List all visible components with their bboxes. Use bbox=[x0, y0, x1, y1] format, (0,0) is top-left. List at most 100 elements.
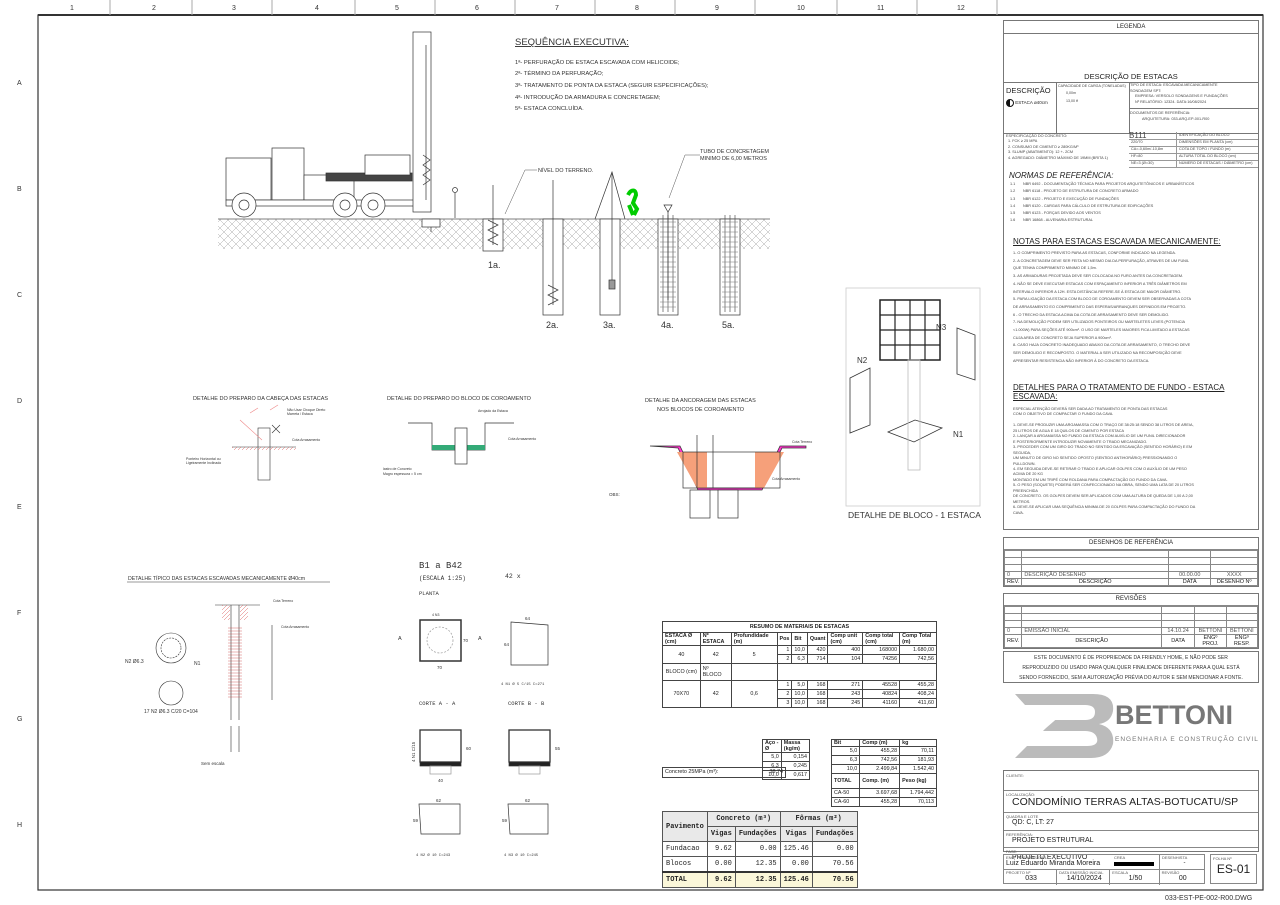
table-cell: 400 bbox=[827, 645, 864, 655]
header-cell: ESTACA Ø (cm) bbox=[662, 632, 701, 646]
scale-label: ESCALA bbox=[1112, 870, 1129, 875]
table-cell bbox=[1194, 620, 1227, 628]
block-id: B111 bbox=[1129, 131, 1147, 140]
table-cell: 5,0 bbox=[762, 752, 782, 762]
issue-date-label: DATA EMISSÃO INICIAL bbox=[1059, 870, 1104, 875]
obs-label: OBS: bbox=[609, 492, 620, 497]
table-cell: 0.00 bbox=[706, 856, 736, 873]
header-cell: DESCRIÇÃO bbox=[1021, 578, 1170, 586]
concrete-spec-item: 3. SLUMP (ABATIMENTO): 12 +- 2CM bbox=[1008, 150, 1074, 155]
reference-value: PROJETO ESTRUTURAL bbox=[1012, 837, 1094, 844]
header-cell: Massa (kg/m) bbox=[780, 739, 811, 753]
table-cell: 0 bbox=[1003, 571, 1023, 579]
grid-row-label: F bbox=[17, 610, 21, 617]
sequence-step: 2ª- TÉRMINO DA PERFURAÇÃO; bbox=[515, 70, 604, 77]
treatment-line: PREENCHIDA bbox=[1013, 488, 1038, 493]
header-cell: Profundidade (m) bbox=[730, 632, 778, 646]
treatment-line: SEGUIDA, bbox=[1013, 450, 1032, 455]
dimension: 59 bbox=[413, 818, 419, 823]
header-cell: Vigas bbox=[706, 826, 736, 842]
treatment-title-line: DETALHES PARA O TRATAMENTO DE FUNDO - ES… bbox=[1013, 383, 1225, 392]
stage-label: 1a. bbox=[488, 260, 501, 270]
table-cell: 2 bbox=[776, 689, 793, 699]
table-cell: 70.56 bbox=[811, 856, 858, 873]
norm-text: NBR 6123 - FORÇAS DEVIDO AOS VENTOS bbox=[1023, 211, 1101, 216]
pile-description-table: DESCRIÇÃO ESTACA ø40cm CAPACIDADE DE CAR… bbox=[1004, 82, 1259, 134]
table-cell bbox=[1160, 606, 1196, 614]
block-b1-b42-drawing: B1 a B42 (ESCALA 1:25) 42 x PLANTA 70 70… bbox=[398, 561, 561, 858]
note-line: 7- NA DEMOLIÇÃO PODEM SER UTILIZADOS PON… bbox=[1013, 320, 1186, 325]
table-cell bbox=[1225, 606, 1259, 614]
block-id-row: HF=80 ALTURA TOTAL DO BLOCO (cm) bbox=[1129, 153, 1258, 161]
table-cell bbox=[1003, 613, 1023, 621]
dimension: 60 bbox=[466, 746, 472, 751]
treatment-line: MONTADO EM UM TRIPÉ COM ROLDANA PARA COM… bbox=[1013, 477, 1168, 482]
norm-number: 1.6 bbox=[1010, 218, 1016, 223]
treatment-line: 6- DEVE-SE APLICAR UMA SEQUÊNCIA MINIMA … bbox=[1013, 505, 1196, 510]
header-cell: Pos bbox=[776, 632, 793, 646]
table-cell: 9.62 bbox=[706, 841, 736, 857]
ref-docs-label: DOCUMENTOS DE REFERÊNCIA: bbox=[1130, 108, 1259, 117]
table-cell: Fundacao bbox=[662, 841, 708, 857]
grid-row-label: D bbox=[17, 398, 22, 405]
header-cell: REV. bbox=[1003, 578, 1023, 586]
table-cell: TOTAL bbox=[662, 871, 708, 888]
table-cell bbox=[1021, 564, 1170, 572]
drafter-value: - bbox=[1183, 860, 1186, 866]
sequence-step: 3ª- TRATAMENTO DE PONTA DA ESTACA (SEGUI… bbox=[515, 82, 709, 89]
header-cell: ENGº PROJ. bbox=[1194, 634, 1227, 648]
tube-label: TUBO DE CONCRETAGEM bbox=[700, 149, 769, 155]
bar-schedule: 4 N1 Ø 5 C/15 C=271 bbox=[501, 682, 545, 687]
table-cell: 10,0 bbox=[791, 689, 808, 699]
empty-row bbox=[1003, 557, 1258, 565]
treatment-line: 25 LITROS DE AGUA E 18 QUILOS DE CIMENTO… bbox=[1013, 428, 1125, 433]
concrete-spec-item: 4. AGREGADO: DIÂMETRO MÁXIMO DE 19MM (BR… bbox=[1008, 155, 1108, 160]
sequence-step: 4ª- INTRODUÇÃO DA ARMADURA E CONCRETAGEM… bbox=[515, 94, 661, 101]
legend-title: LEGENDA bbox=[1004, 21, 1258, 34]
pile-head-detail: DETALHE DO PREPARO DA CABEÇA DAS ESTACAS… bbox=[186, 396, 328, 481]
section-stirrup-label: 4 N1 C/15 bbox=[411, 741, 416, 762]
bettoni-logo-icon bbox=[1015, 694, 1114, 758]
sequence-step: 1ª- PERFURAÇÃO DE ESTACA ESCAVADA COM HE… bbox=[515, 59, 680, 66]
concrete-spec: ESPECIFICAÇÃO DO CONCRETO: 1. FCK ≥ 25 M… bbox=[1006, 134, 1128, 161]
pit-3a bbox=[599, 218, 621, 316]
project-number-label: PROJETO Nº bbox=[1006, 870, 1031, 875]
table-cell: 0.00 bbox=[811, 841, 858, 857]
block-id-desc: NÚMERO DE ESTACAS / DIÂMETRO (cm) bbox=[1176, 160, 1253, 167]
block-id-code: HF=80 bbox=[1131, 154, 1143, 158]
grid-row-label: C bbox=[17, 292, 22, 299]
norm-text: NBR 6120 - CARGAS PARA CÁLCULO DE ESTRUT… bbox=[1023, 203, 1154, 208]
anchorage-title: DETALHE DA ANCORAGEM DAS ESTACAS bbox=[645, 398, 756, 404]
bar-mark: N2 Ø6.3 bbox=[125, 659, 144, 665]
dimension: 55 bbox=[555, 746, 561, 751]
note-line: APRESENTAR RESISTENCIA NÃO INFERIOR À DO… bbox=[1013, 358, 1150, 363]
scale-value: 1/50 bbox=[1128, 875, 1143, 882]
table-cell: BETTONI bbox=[1194, 627, 1227, 635]
table-cell: 125.46 bbox=[779, 841, 813, 857]
table-cell bbox=[1003, 620, 1023, 628]
table-cell bbox=[1168, 557, 1212, 565]
table-cell: 168 bbox=[806, 689, 829, 699]
table-cell: 0,154 bbox=[780, 752, 811, 762]
spt-company: EMPRESA: VERSOLO SONDAGENS E FUNDAÇÕES bbox=[1135, 94, 1228, 98]
table-cell: 41160 bbox=[862, 698, 901, 708]
block-id-desc: ALTURA TOTAL DO BLOCO (cm) bbox=[1176, 153, 1236, 160]
grid-column-label: 2 bbox=[152, 5, 156, 12]
notes-title: NOTAS PARA ESTACAS ESCAVADA MECANICAMENT… bbox=[1013, 237, 1221, 246]
treatment-list: ESPECIAL ATENÇÃO DEVERÁ SER DADA AO TRAT… bbox=[1013, 407, 1195, 516]
table-cell: 168 bbox=[806, 698, 829, 708]
table-cell: 420 bbox=[806, 645, 829, 655]
drafter-label: DESENHISTA bbox=[1162, 855, 1188, 860]
concrete-volume-value: 38,74 bbox=[769, 769, 784, 775]
header-cell: Aço - Ø bbox=[762, 739, 782, 753]
